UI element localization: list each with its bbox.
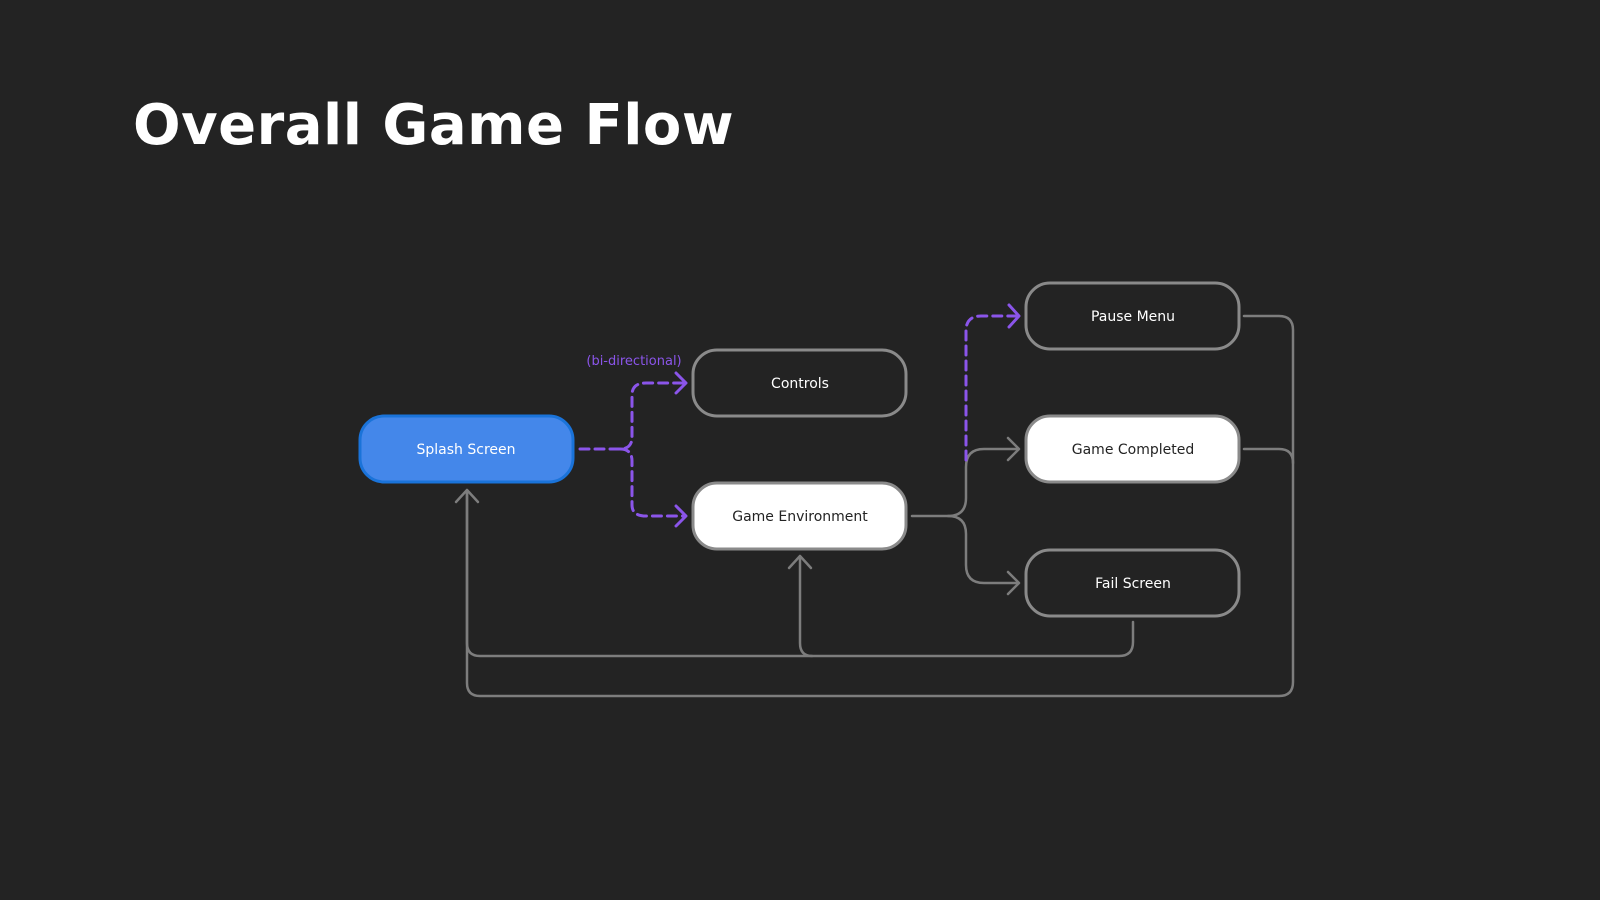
arrowhead-up-splash bbox=[454, 488, 480, 504]
node-game-completed-label: Game Completed bbox=[1072, 442, 1195, 458]
dashed-splash-to-controls bbox=[578, 381, 685, 451]
dashed-environment-to-pause bbox=[964, 314, 1018, 462]
node-pause-menu-label: Pause Menu bbox=[1091, 309, 1175, 325]
connector-fail-to-environment bbox=[798, 556, 814, 658]
arrowhead-dashed-environment bbox=[674, 504, 688, 528]
node-game-environment-label: Game Environment bbox=[732, 509, 868, 525]
node-fail-screen-label: Fail Screen bbox=[1095, 576, 1171, 592]
arrowhead-dashed-controls bbox=[674, 371, 688, 395]
arrowhead-dashed-pause bbox=[1007, 303, 1021, 329]
connector-pause-to-splash bbox=[465, 314, 1295, 698]
node-game-completed[interactable]: Game Completed bbox=[1024, 414, 1241, 484]
node-splash-screen[interactable]: Splash Screen bbox=[358, 414, 575, 484]
bidirectional-annotation: (bi-directional) bbox=[586, 354, 681, 369]
dashed-splash-to-environment bbox=[618, 447, 685, 518]
node-splash-screen-label: Splash Screen bbox=[417, 442, 516, 458]
arrowhead-right-completed bbox=[1006, 436, 1021, 462]
connector-environment-branch bbox=[910, 447, 1019, 518]
connector-environment-to-fail bbox=[946, 514, 1019, 585]
node-fail-screen[interactable]: Fail Screen bbox=[1024, 548, 1241, 618]
page-title: Overall Game Flow bbox=[133, 93, 735, 158]
arrowhead-up-environment bbox=[787, 554, 813, 570]
arrowhead-right-fail bbox=[1006, 570, 1021, 596]
node-controls-label: Controls bbox=[771, 376, 829, 392]
node-controls[interactable]: Controls bbox=[691, 348, 908, 418]
node-game-environment[interactable]: Game Environment bbox=[691, 481, 908, 551]
node-pause-menu[interactable]: Pause Menu bbox=[1024, 281, 1241, 351]
connector-completed-to-splash bbox=[1242, 447, 1295, 465]
